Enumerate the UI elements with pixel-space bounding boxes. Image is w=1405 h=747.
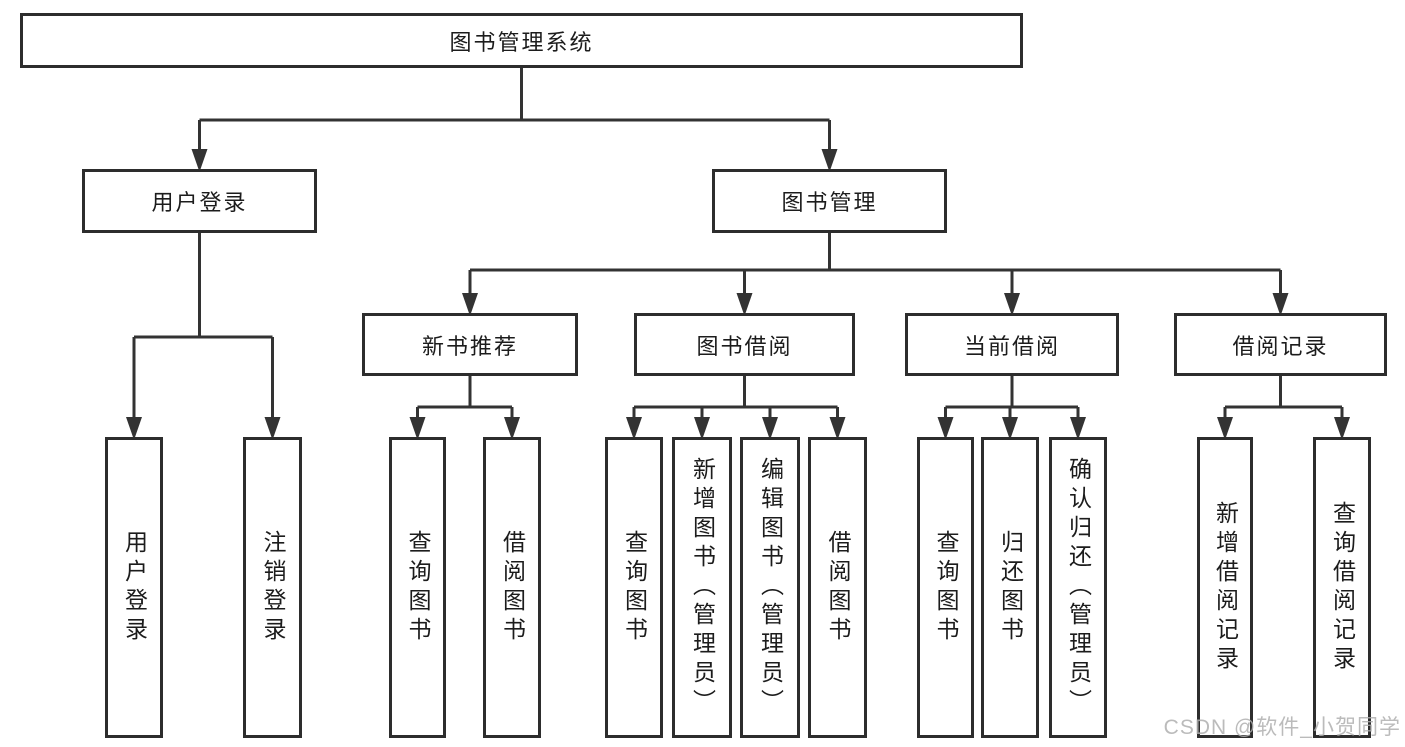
- node-leaf-add-borrow-record: 新增借阅记录: [1197, 437, 1253, 738]
- node-leaf-add-books-admin: 新增图书（管理员）: [672, 437, 732, 738]
- node-leaf-query-books-recommend: 查询图书: [389, 437, 446, 738]
- node-user-login: 用户登录: [82, 169, 317, 233]
- connector-paths: [132, 68, 1344, 426]
- node-book-borrowing: 图书借阅: [634, 313, 855, 376]
- node-leaf-user-login: 用户登录: [105, 437, 163, 738]
- node-leaf-confirm-return-admin: 确认归还（管理员）: [1049, 437, 1107, 738]
- node-leaf-logout: 注销登录: [243, 437, 302, 738]
- node-borrowing-records: 借阅记录: [1174, 313, 1387, 376]
- node-root-system: 图书管理系统: [20, 13, 1023, 68]
- node-leaf-query-books-borrowing: 查询图书: [605, 437, 663, 738]
- node-leaf-return-books: 归还图书: [981, 437, 1039, 738]
- node-leaf-borrow-books-recommend: 借阅图书: [483, 437, 541, 738]
- node-leaf-query-borrow-record: 查询借阅记录: [1313, 437, 1371, 738]
- node-leaf-edit-books-admin: 编辑图书（管理员）: [740, 437, 800, 738]
- node-leaf-borrow-books-borrowing: 借阅图书: [808, 437, 867, 738]
- node-current-borrowing: 当前借阅: [905, 313, 1119, 376]
- node-book-management: 图书管理: [712, 169, 947, 233]
- node-leaf-query-books-current: 查询图书: [917, 437, 974, 738]
- node-new-book-recommend: 新书推荐: [362, 313, 578, 376]
- arrowheads: [126, 149, 1350, 440]
